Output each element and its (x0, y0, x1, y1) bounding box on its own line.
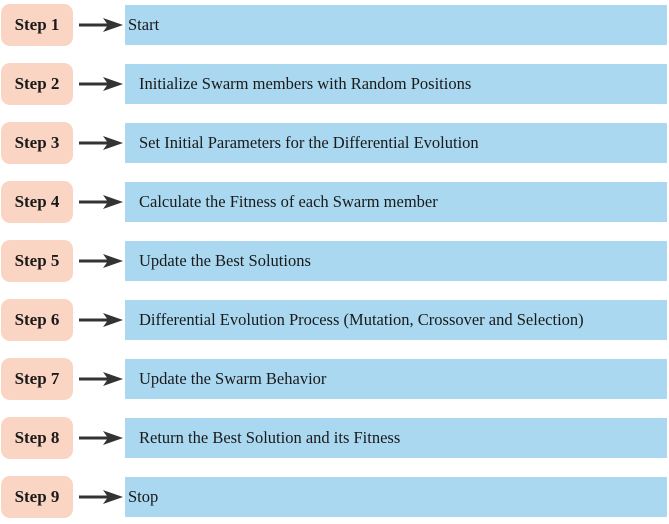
step-row-7: Step 7 Update the Swarm Behavior (0, 358, 669, 400)
arrow-right-icon (79, 136, 123, 150)
arrow-right-icon (79, 195, 123, 209)
step-box-9: Stop (125, 477, 667, 517)
step-badge-3: Step 3 (1, 122, 73, 164)
arrow-right-icon (79, 431, 123, 445)
step-badge-4: Step 4 (1, 181, 73, 223)
arrow-right-icon (79, 18, 123, 32)
step-box-1: Start (125, 5, 667, 45)
step-row-3: Step 3 Set Initial Parameters for the Di… (0, 122, 669, 164)
step-badge-9: Step 9 (1, 476, 73, 518)
arrow-right-icon (79, 372, 123, 386)
step-badge-7: Step 7 (1, 358, 73, 400)
step-badge-1: Step 1 (1, 4, 73, 46)
step-row-1: Step 1 Start (0, 4, 669, 46)
arrow-right-icon (79, 77, 123, 91)
step-row-8: Step 8 Return the Best Solution and its … (0, 417, 669, 459)
step-badge-2: Step 2 (1, 63, 73, 105)
arrow-right-icon (79, 313, 123, 327)
step-box-5: Update the Best Solutions (125, 241, 667, 281)
step-row-6: Step 6 Differential Evolution Process (M… (0, 299, 669, 341)
step-row-9: Step 9 Stop (0, 476, 669, 518)
step-badge-5: Step 5 (1, 240, 73, 282)
step-badge-8: Step 8 (1, 417, 73, 459)
step-row-2: Step 2 Initialize Swarm members with Ran… (0, 63, 669, 105)
arrow-right-icon (79, 254, 123, 268)
step-badge-6: Step 6 (1, 299, 73, 341)
step-box-4: Calculate the Fitness of each Swarm memb… (125, 182, 667, 222)
step-box-2: Initialize Swarm members with Random Pos… (125, 64, 667, 104)
step-box-6: Differential Evolution Process (Mutation… (125, 300, 667, 340)
step-box-3: Set Initial Parameters for the Different… (125, 123, 667, 163)
step-row-5: Step 5 Update the Best Solutions (0, 240, 669, 282)
step-row-4: Step 4 Calculate the Fitness of each Swa… (0, 181, 669, 223)
step-box-7: Update the Swarm Behavior (125, 359, 667, 399)
step-box-8: Return the Best Solution and its Fitness (125, 418, 667, 458)
arrow-right-icon (79, 490, 123, 504)
